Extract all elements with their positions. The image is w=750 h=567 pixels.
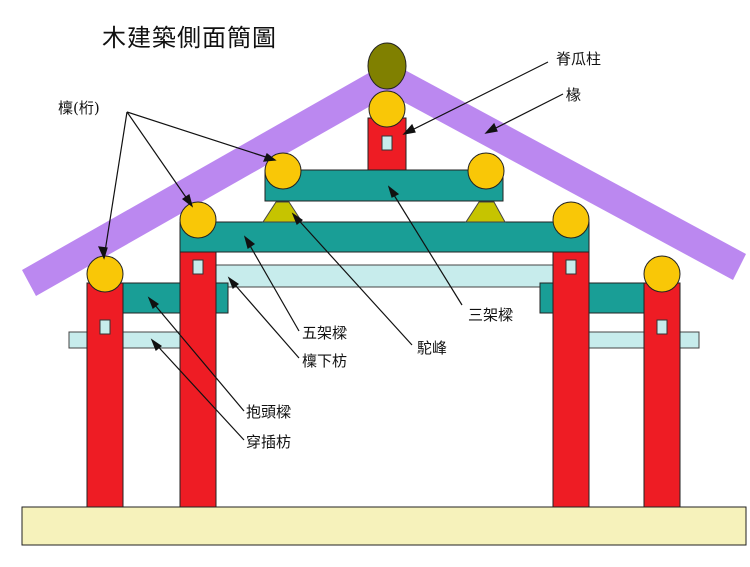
arrowhead — [387, 185, 400, 198]
five-span-beam — [179, 221, 590, 253]
leader-camel-hump — [292, 213, 413, 346]
arrowhead — [150, 338, 163, 351]
purlin-mid-left — [179, 201, 217, 239]
label-five-span-beam: 五架樑 — [302, 324, 348, 342]
label-purlin-tie: 檁下枋 — [302, 352, 348, 370]
label-hugging-beam: 抱頭樑 — [246, 403, 292, 421]
camel-hump-right — [465, 201, 506, 223]
leader-rafter — [485, 93, 564, 134]
ridge-ornament — [367, 42, 407, 90]
column-outer-right — [643, 282, 681, 508]
leader-through-tie — [151, 339, 245, 441]
arrowhead — [181, 194, 194, 208]
purlin-upper-right — [467, 152, 505, 190]
arrowhead — [402, 123, 416, 135]
label-rafter: 椽 — [566, 86, 582, 104]
leader-three-span-beam — [388, 186, 463, 306]
purlin-eave-left — [86, 255, 124, 293]
arrowhead — [263, 153, 277, 162]
tenon-hole — [656, 319, 668, 335]
tenon-hole — [99, 319, 111, 335]
arrowhead — [243, 235, 256, 249]
leader-purlin-upper — [126, 111, 276, 161]
through-tie-left — [68, 331, 182, 349]
arrowhead — [98, 246, 108, 260]
leader-purlin-tie — [228, 277, 300, 359]
tenon-hole — [192, 259, 204, 275]
arrowhead — [291, 212, 304, 225]
rafter-right — [376, 62, 746, 280]
tenon-hole — [381, 135, 393, 151]
tenon-hole — [565, 259, 577, 275]
diagram-title: 木建築側面簡圖 — [102, 24, 277, 52]
through-tie-right — [586, 331, 700, 349]
camel-hump-left — [262, 201, 303, 223]
purlin-ridge — [368, 90, 406, 128]
purlin-mid-right — [552, 201, 590, 239]
leader-ridge-post — [403, 61, 549, 135]
purlin-eave-right — [643, 255, 681, 293]
three-span-beam — [264, 169, 504, 202]
label-through-tie: 穿插枋 — [246, 433, 292, 451]
leader-five-span-beam — [244, 236, 300, 332]
label-ridge-post: 脊瓜柱 — [556, 50, 602, 68]
label-purlin: 檁(桁) — [58, 99, 100, 117]
leader-lines — [98, 61, 564, 441]
column-outer-left — [86, 282, 124, 508]
label-three-span-beam: 三架樑 — [468, 306, 514, 324]
base-platform — [21, 506, 747, 546]
arrowhead — [147, 296, 160, 309]
leader-purlin-eave — [103, 111, 128, 259]
arrowhead — [484, 122, 498, 134]
leader-hugging-beam — [148, 297, 245, 412]
leader-purlin-mid — [126, 111, 193, 207]
arrowhead — [227, 276, 240, 289]
purlin-tie — [212, 264, 556, 288]
purlin-upper-left — [264, 152, 302, 190]
label-camel-hump: 駝峰 — [417, 339, 448, 357]
rafter-left — [22, 62, 402, 296]
